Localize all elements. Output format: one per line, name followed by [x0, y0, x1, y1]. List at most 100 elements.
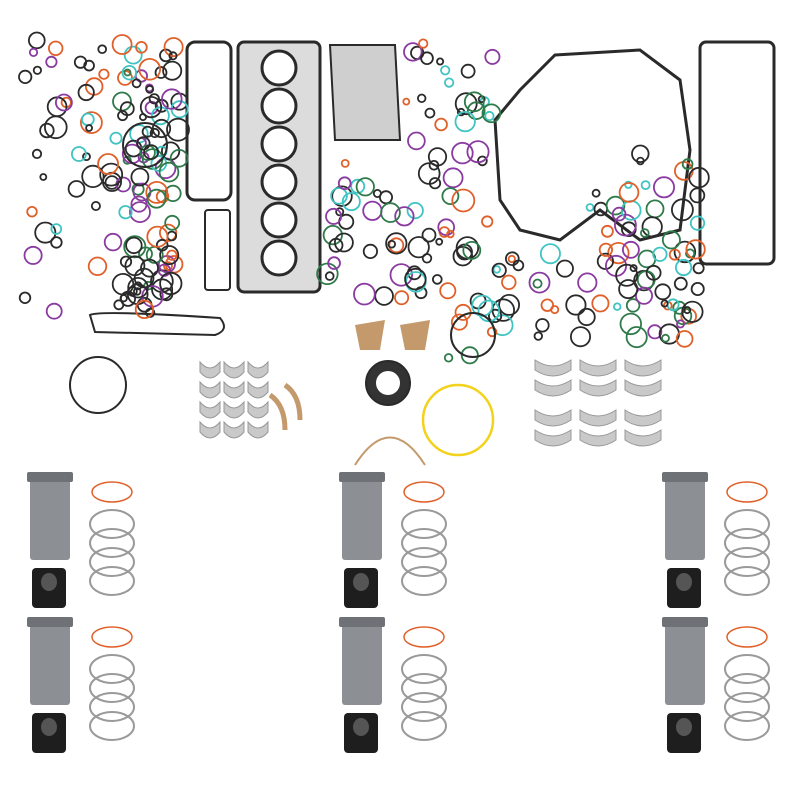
- o-ring-icon: [378, 190, 393, 205]
- o-ring-icon: [50, 236, 63, 249]
- o-ring-icon: [636, 156, 645, 166]
- o-ring-icon: [484, 110, 495, 122]
- liner-seal-icon: [403, 626, 445, 648]
- o-ring-icon: [158, 161, 180, 183]
- o-ring-icon: [81, 112, 95, 127]
- o-ring-icon: [450, 312, 496, 358]
- o-ring-icon: [454, 92, 478, 116]
- o-ring-icon: [350, 178, 366, 194]
- o-ring-icon: [154, 66, 168, 79]
- o-ring-icon: [671, 198, 694, 222]
- o-ring-icon: [31, 148, 43, 159]
- o-ring-icon: [328, 237, 344, 253]
- o-ring-icon: [428, 160, 440, 171]
- o-ring-icon: [113, 299, 125, 311]
- piston-pin-icon: [353, 573, 369, 591]
- o-ring-icon: [454, 111, 476, 133]
- o-ring-icon: [641, 216, 663, 238]
- piston-ring-icon: [401, 711, 447, 741]
- piston-ring-icon: [724, 692, 770, 722]
- liner-flange: [339, 617, 385, 627]
- main-bearing-icon: [579, 379, 617, 397]
- o-ring-icon: [605, 195, 626, 216]
- o-ring-icon: [335, 207, 345, 217]
- o-ring-icon: [618, 279, 639, 300]
- tan-gasket-icon: [400, 320, 430, 350]
- o-ring-icon: [498, 293, 521, 316]
- o-ring-icon: [146, 225, 169, 248]
- o-ring-icon: [87, 256, 108, 277]
- o-ring-icon: [151, 118, 172, 139]
- thrust-washer-icon: [268, 392, 288, 431]
- o-ring-icon: [27, 31, 46, 50]
- o-ring-icon: [688, 166, 710, 189]
- o-ring-icon: [439, 282, 457, 300]
- liner-seal-icon: [91, 481, 133, 503]
- piston-pin-icon: [41, 718, 57, 736]
- o-ring-icon: [689, 187, 706, 204]
- o-ring-icon: [143, 144, 160, 161]
- o-ring-icon: [166, 117, 190, 142]
- rod-bearing-icon: [223, 380, 245, 399]
- o-ring-icon: [387, 239, 397, 249]
- liner-seal-icon: [726, 626, 768, 648]
- piston-ring-icon: [401, 654, 447, 684]
- o-ring-icon: [166, 249, 178, 261]
- piston-ring-icon: [89, 528, 135, 558]
- o-ring-icon: [431, 274, 443, 285]
- o-ring-icon: [139, 96, 163, 119]
- o-ring-icon: [528, 271, 551, 294]
- o-ring-icon: [442, 167, 464, 189]
- o-ring-icon: [404, 267, 427, 291]
- o-ring-icon: [90, 200, 101, 211]
- o-ring-icon: [123, 45, 143, 65]
- piston-pin-icon: [353, 718, 369, 736]
- o-ring-icon: [374, 286, 394, 306]
- o-ring-icon: [418, 38, 429, 49]
- o-ring-icon: [140, 258, 159, 278]
- rod-bearing-icon: [247, 420, 269, 439]
- o-ring-icon: [652, 246, 668, 262]
- o-ring-icon: [611, 206, 627, 222]
- liner-flange: [662, 617, 708, 627]
- main-bearing-icon: [534, 429, 572, 447]
- o-ring-icon: [80, 111, 103, 134]
- o-ring-icon: [69, 356, 127, 414]
- head-gasket-icon: [236, 40, 322, 294]
- o-ring-icon: [119, 255, 133, 268]
- o-ring-icon: [676, 319, 686, 329]
- piston-ring-icon: [401, 692, 447, 722]
- o-ring-icon: [577, 272, 598, 293]
- front-cover-gasket-icon: [493, 48, 692, 242]
- o-ring-icon: [362, 243, 378, 259]
- main-bearing-icon: [534, 379, 572, 397]
- o-ring-icon: [109, 131, 123, 145]
- o-ring-icon: [145, 180, 169, 204]
- manifold-gasket-icon: [204, 209, 231, 291]
- o-ring-icon: [169, 149, 189, 168]
- o-ring-icon: [81, 164, 105, 188]
- o-ring-icon: [353, 282, 376, 306]
- o-ring-icon: [48, 40, 64, 57]
- o-ring-icon: [402, 97, 411, 106]
- o-ring-icon: [18, 69, 33, 85]
- piston-ring-icon: [89, 711, 135, 741]
- o-ring-icon: [322, 225, 343, 246]
- o-ring-icon: [645, 264, 662, 281]
- o-ring-icon: [539, 243, 561, 265]
- o-ring-icon: [443, 77, 455, 88]
- o-ring-icon: [121, 64, 138, 81]
- o-ring-icon: [487, 308, 503, 323]
- o-ring-icon: [149, 127, 160, 139]
- o-ring-icon: [450, 313, 468, 331]
- o-ring-icon: [417, 93, 427, 103]
- cylinder-liner-icon: [665, 472, 705, 560]
- main-bearing-icon: [624, 429, 662, 447]
- o-ring-icon: [26, 205, 38, 218]
- o-ring-icon: [466, 140, 490, 164]
- o-ring-icon: [327, 256, 341, 270]
- piston-ring-icon: [724, 711, 770, 741]
- cylinder-liner-icon: [342, 617, 382, 705]
- piston-ring-icon: [401, 673, 447, 703]
